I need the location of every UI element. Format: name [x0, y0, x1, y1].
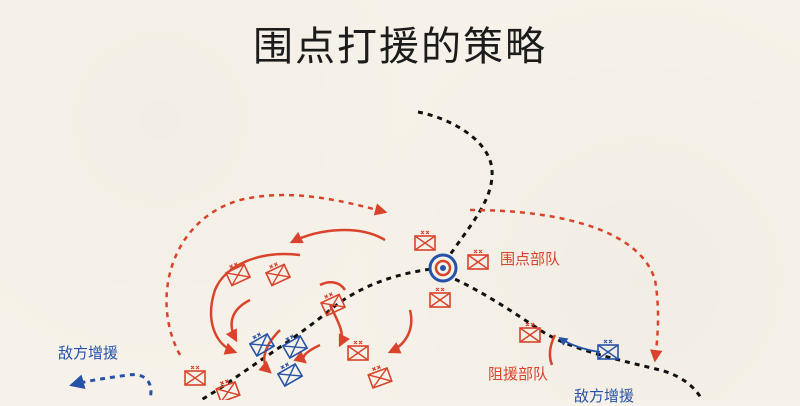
label-enemy-reinforce-right: 敌方增援: [574, 387, 635, 405]
army-unit-icon: [347, 340, 369, 361]
army-unit-icon: [519, 322, 541, 343]
road-southeast: [445, 273, 705, 400]
army-unit-icon: [184, 365, 206, 386]
label-enemy-reinforce-left: 敌方增援: [58, 344, 119, 362]
army-unit-icon: [365, 362, 393, 389]
army-unit-icon: [274, 358, 303, 387]
blue-solid-right-arrow: [558, 336, 601, 353]
blue-arrows: [69, 336, 601, 400]
army-unit-icon: [223, 259, 251, 287]
army-unit-icon: [213, 376, 241, 400]
red-dashed-top-arrow: [165, 193, 388, 356]
label-block-unit: 阻援部队: [488, 365, 549, 383]
army-unit-icon: [467, 249, 489, 270]
road-north: [417, 110, 494, 263]
army-unit-icon: [263, 259, 291, 287]
red-solid-arrows: [209, 228, 557, 374]
target-icon: [428, 253, 458, 283]
red-dashed-arrows: [165, 193, 663, 363]
army-unit-icon: [279, 330, 308, 359]
page-title: 围点打援的策略: [253, 24, 547, 70]
army-unit-icon: [429, 287, 451, 308]
label-siege-unit: 围点部队: [500, 250, 561, 268]
road-southwest: [198, 266, 441, 400]
army-unit-icon: [414, 230, 436, 251]
blue-dashed-left-arrow: [69, 373, 153, 400]
red-dashed-right-arrow: [469, 208, 663, 363]
